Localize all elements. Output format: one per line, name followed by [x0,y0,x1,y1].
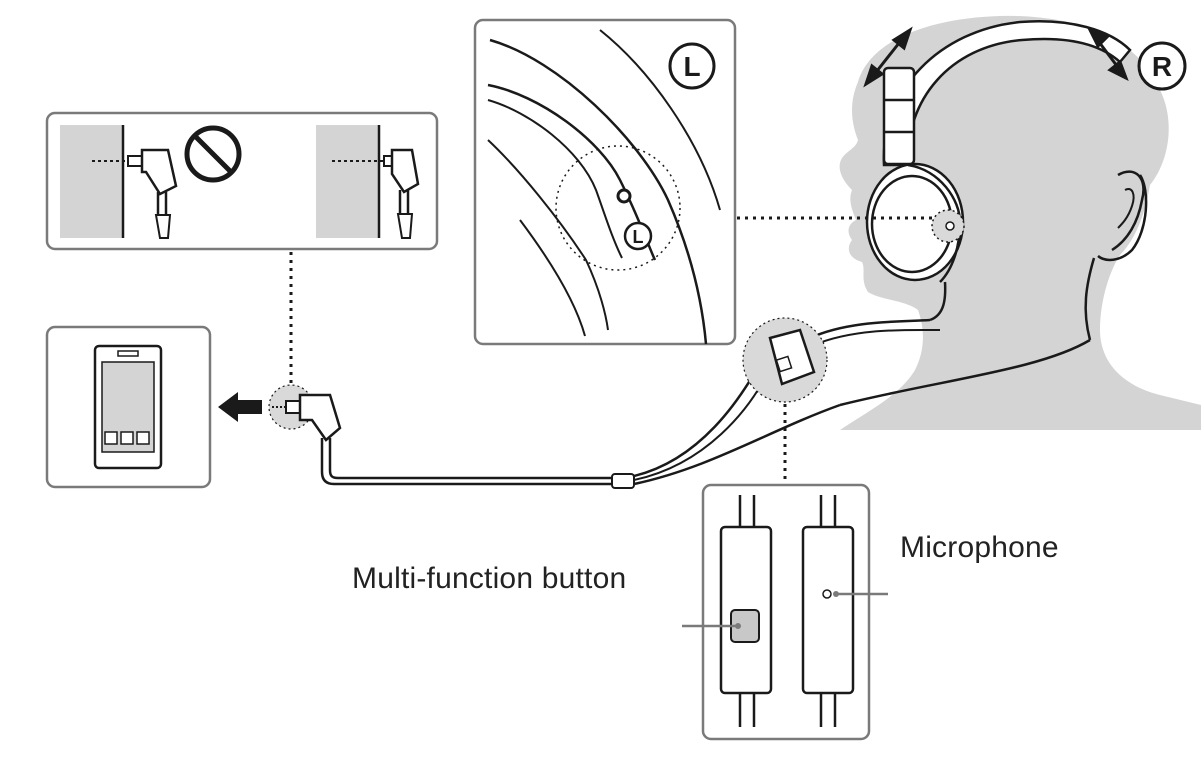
cable-and-plug [268,317,1091,489]
left-mark-detail-panel: L L [473,18,737,346]
device-panel [45,325,212,489]
adjust-arrows [863,26,1129,88]
small-left-letter: L [633,227,644,247]
prohibited-icon [184,125,242,183]
microphone-label: Microphone [900,531,1059,564]
multi-function-button-label: Multi-function button [352,562,627,595]
headphones [865,20,1148,341]
left-side-letter: L [683,51,700,82]
right-side-mark: R [1137,41,1187,91]
smartphone-icon [93,344,163,470]
plug-insertion-panel [45,111,439,251]
remote-detail-panel [701,483,871,741]
leader-lines [682,591,888,629]
head-silhouette [839,15,1201,431]
right-side-letter: R [1152,51,1172,82]
arrow-left-icon [218,392,262,422]
